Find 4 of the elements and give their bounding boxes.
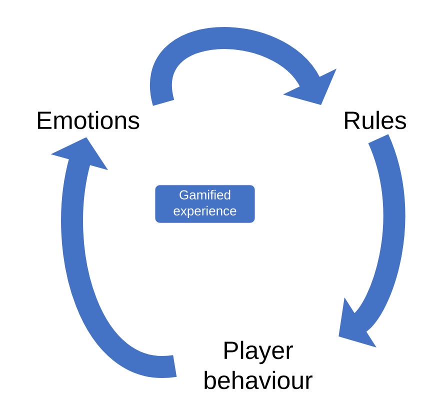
stage-label: Emotions (38, 110, 140, 130)
stage-label: Player behaviour (204, 340, 312, 390)
stage-label: Rules (345, 110, 406, 130)
label-box: Gamified experience (154, 184, 256, 224)
